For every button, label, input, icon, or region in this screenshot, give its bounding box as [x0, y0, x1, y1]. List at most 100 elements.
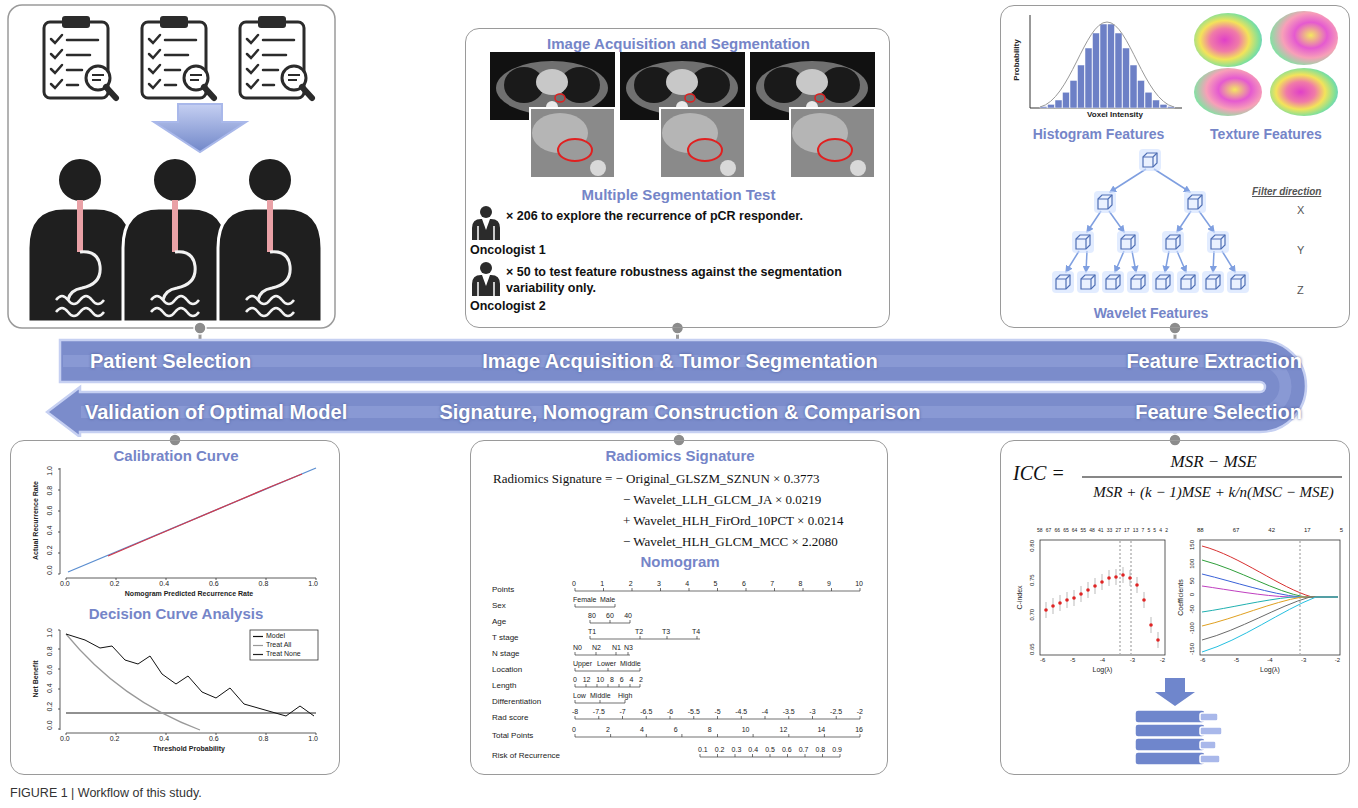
panel-heading: Multiple Segmentation Test: [466, 186, 891, 205]
scale-value: N1: [612, 644, 624, 652]
lasso-plots: [1058, 601, 1062, 605]
signature-formula: Radiomics Signature = − Original_GLSZM_S…: [493, 471, 885, 487]
lasso-plots: [1086, 588, 1090, 592]
variable-counts: 58 67 66 65 64 55 48 41 33 27 17 13 7 5 …: [1037, 527, 1168, 533]
nomogram-scales: [575, 668, 640, 671]
histogram-chart: [1040, 22, 1174, 107]
scale-value: Low: [573, 692, 589, 700]
lasso-plots: [1114, 575, 1118, 579]
scale-value: Lower: [597, 660, 619, 668]
wavelet-tree: [1152, 271, 1174, 293]
lasso-plots: [1135, 738, 1205, 751]
axis-title: Threshold Probability: [60, 745, 318, 753]
decision-curve: [66, 634, 314, 716]
stage-name: Image Acquisition & Tumor Segmentation: [380, 349, 980, 374]
axis-title: Actual Recurrence Rate: [32, 466, 40, 575]
segmentation-note: × 206 to explore the recurrence of pCR r…: [506, 209, 884, 225]
decision-curve: [253, 654, 263, 655]
wavelet-tree: [1162, 231, 1184, 253]
histogram-chart: [1063, 92, 1070, 108]
scale-value: Male: [600, 596, 624, 604]
connector-dot: [1169, 322, 1181, 334]
wavelet-tree: [1066, 169, 1235, 272]
legend-entry: Model: [266, 632, 285, 640]
patient-panel: [123, 158, 227, 322]
wavelet-tree: [1139, 149, 1161, 171]
lasso-plots: [1100, 580, 1104, 584]
histogram-chart: [1153, 100, 1160, 108]
lasso-plots: [1202, 560, 1338, 597]
patient-panel: [28, 158, 132, 322]
decision-curve: [58, 630, 316, 735]
calibration-plot: [68, 468, 316, 572]
calibration-plot: [58, 468, 316, 580]
wavelet-tree: [1117, 231, 1139, 253]
wavelet-tree: [1132, 251, 1136, 272]
lasso-plots: [1200, 540, 1340, 655]
nomogram-scales: [590, 620, 630, 623]
signature-formula: − Wavelet_HLH_GLCM_MCC × 2.2080: [623, 534, 885, 550]
histogram-chart: [1100, 24, 1107, 108]
scale-value: Female: [573, 596, 599, 604]
wavelet-tree: [1165, 251, 1169, 272]
scale-values: 0 12 10 8 6 4 2: [573, 676, 643, 684]
ct-images: [530, 108, 615, 178]
wavelet-tree: [1222, 251, 1235, 272]
scale-values: 80 60 40: [588, 612, 632, 620]
lasso-plots: [1044, 608, 1048, 612]
histogram-chart: [1070, 80, 1077, 108]
panel-heading: Radiomics Signature: [471, 447, 889, 466]
lasso-plots: [1040, 477, 1342, 765]
icc-formula: MSR + (k − 1)MSE + k/n(MSC − MSE): [1081, 483, 1346, 502]
segmentation-note: Oncologist 1: [470, 243, 580, 259]
nomogram-scales: [575, 684, 640, 687]
histogram-chart: [1138, 80, 1145, 108]
lasso-plots: [1040, 540, 1165, 655]
lasso-plots: [1135, 710, 1222, 765]
patient-panel: [218, 158, 322, 322]
icc-formula: ICC =: [1013, 461, 1083, 486]
stage-name: Feature Extraction: [1085, 349, 1302, 374]
panel-heading: Image Acquisition and Segmentation: [466, 35, 891, 54]
lasso-plots: [1046, 567, 1158, 648]
nomogram-scales: [575, 652, 630, 655]
tick-labels: 0.0 0.2 0.4 0.6 0.8 1.0: [46, 628, 54, 730]
nomogram-row: Differentiation: [492, 697, 572, 707]
wavelet-tree: [1184, 191, 1206, 213]
scale-values: 0.1 0.2 0.3 0.4 0.5 0.6 0.7 0.8 0.9: [698, 746, 842, 754]
nomogram-scales: [590, 636, 700, 639]
nomogram-row: Risk of Recurrence: [492, 751, 572, 761]
axis-title: Nomogram Predicted Recurrence Rate: [60, 590, 318, 598]
texture-maps: [1194, 68, 1262, 116]
decision-curve: [66, 733, 316, 734]
wavelet-tree: [1207, 231, 1229, 253]
nomogram-row: Rad score: [492, 713, 572, 723]
segmentation-note: Oncologist 2: [470, 299, 580, 315]
tick-labels: 0.65 0.70 0.75 0.80: [1029, 540, 1036, 655]
lasso-plots: [1065, 598, 1069, 602]
band-arrow: [47, 340, 1306, 437]
stage-name: Patient Selection: [90, 349, 410, 374]
lasso-plots: [1135, 583, 1139, 587]
axis-title: Probability: [1012, 25, 1022, 95]
axis-title: Coefficients: [1177, 540, 1185, 655]
step-panel: ICC =MSR − MSEMSR + (k − 1)MSE + k/n(MSC…: [1000, 440, 1350, 775]
histogram-chart: [1145, 92, 1152, 108]
lasso-plots: [1202, 586, 1338, 597]
axis-title: Net Benefit: [32, 628, 40, 730]
nomogram-row: N stage: [492, 649, 572, 659]
wavelet-tree: [1154, 169, 1190, 192]
texture-maps: [1194, 13, 1262, 67]
patient-panel: [142, 16, 214, 98]
connector-dot: [672, 322, 684, 334]
calibration-plot: [60, 468, 61, 574]
decision-curve: [58, 630, 318, 735]
stage-connector: [672, 322, 684, 341]
wavelet-tree: [1199, 211, 1214, 232]
decision-curve: [60, 630, 61, 730]
histogram-chart: [1078, 65, 1085, 108]
histogram-chart: [1123, 48, 1130, 108]
